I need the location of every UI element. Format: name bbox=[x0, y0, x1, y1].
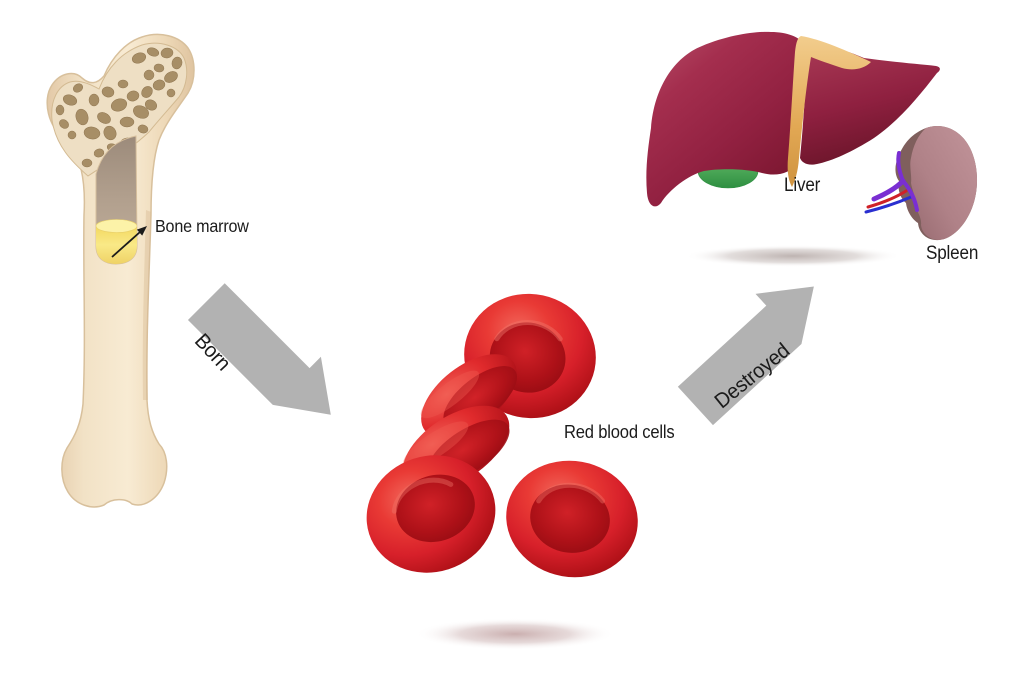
spleen-body bbox=[910, 126, 978, 240]
liver-right-lobe bbox=[800, 47, 940, 165]
liver-shadow bbox=[685, 245, 901, 267]
red-blood-cells-illustration bbox=[366, 293, 638, 650]
rbc-shadow bbox=[415, 618, 615, 650]
shaft-shading bbox=[142, 210, 151, 400]
femur-bone-illustration bbox=[46, 33, 195, 508]
liver-illustration bbox=[646, 31, 940, 267]
destroyed-arrow bbox=[677, 286, 814, 426]
liver-left-lobe bbox=[646, 31, 805, 207]
bone-marrow-pointer-arrow bbox=[111, 226, 147, 258]
falciform-ligament bbox=[787, 36, 871, 187]
spongy-bone-texture bbox=[55, 47, 183, 168]
spleen-label: Spleen bbox=[926, 243, 979, 264]
spleen-illustration bbox=[864, 126, 978, 241]
rbc-cell-bottom-left bbox=[366, 455, 496, 573]
red-blood-cells-label: Red blood cells bbox=[564, 422, 675, 442]
bone-marrow-label: Bone marrow bbox=[155, 216, 249, 236]
liver-label: Liver bbox=[784, 175, 821, 196]
born-arrow bbox=[187, 283, 331, 415]
bone-marrow-fill bbox=[96, 219, 137, 264]
rbc-cell-bottom-right bbox=[506, 460, 638, 578]
spleen-vessels bbox=[864, 151, 919, 214]
